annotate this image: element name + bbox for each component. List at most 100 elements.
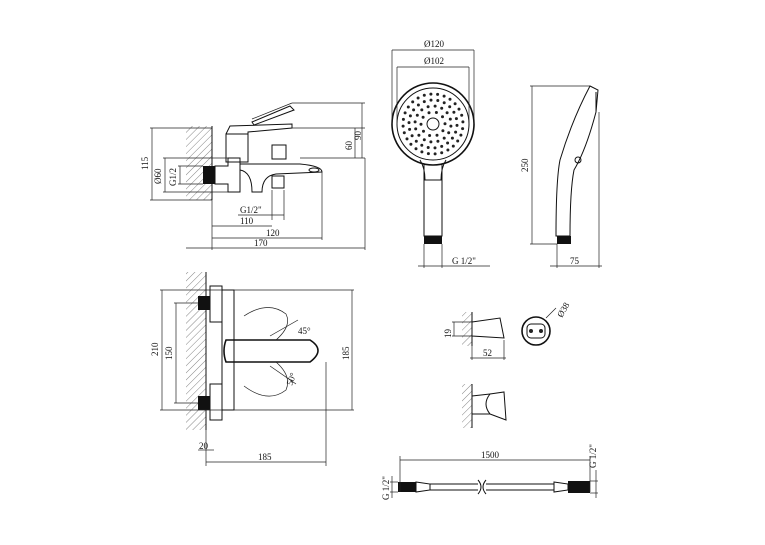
dim-spout-reach: 120 bbox=[266, 228, 280, 238]
nozzle bbox=[429, 92, 433, 96]
nozzle bbox=[454, 117, 458, 121]
nozzle bbox=[456, 139, 460, 143]
nozzle bbox=[433, 152, 437, 156]
dim-total-height: 115 bbox=[140, 156, 150, 170]
nozzle bbox=[441, 129, 445, 133]
nozzle bbox=[421, 115, 425, 119]
dim-holder-height: 19 bbox=[443, 329, 453, 339]
shower-nozzles bbox=[401, 92, 465, 156]
mixer-side-view: 115 Ø60 G1/2 90 60 G1/2" 110 120 170 bbox=[140, 102, 366, 250]
dim-body-height: 185 bbox=[341, 346, 351, 360]
nozzle bbox=[415, 113, 419, 117]
dim-shower-depth: 75 bbox=[570, 256, 580, 266]
nozzle bbox=[452, 110, 456, 114]
shower-head-inner bbox=[396, 87, 470, 161]
dim-body-diameter: Ø60 bbox=[153, 168, 163, 184]
dim-shower-connection: G 1/2" bbox=[452, 256, 476, 266]
nozzle bbox=[419, 122, 423, 126]
inlet-nut bbox=[203, 166, 215, 184]
dim-shower-height: 250 bbox=[520, 158, 530, 172]
nozzle bbox=[453, 102, 457, 106]
nozzle bbox=[417, 133, 421, 137]
nozzle bbox=[427, 111, 431, 115]
holder-bottom-view bbox=[489, 391, 507, 421]
nozzle bbox=[455, 123, 459, 127]
nozzle bbox=[420, 150, 424, 154]
inlet-nut-top bbox=[198, 296, 210, 310]
dim-head-outer: Ø120 bbox=[424, 39, 444, 49]
nozzle bbox=[412, 108, 416, 112]
hand-shower-front-view: Ø120 Ø102 G 1/2" bbox=[391, 39, 490, 268]
dim-hose-length: 1500 bbox=[481, 450, 500, 460]
nozzle bbox=[401, 124, 405, 128]
lever-front bbox=[223, 339, 319, 363]
nozzle bbox=[420, 143, 424, 147]
nozzle bbox=[429, 98, 433, 102]
nozzle bbox=[436, 99, 440, 102]
shower-connector bbox=[424, 236, 442, 244]
nozzle bbox=[422, 93, 426, 97]
shower-side-profile bbox=[555, 85, 599, 237]
nozzle bbox=[440, 144, 444, 148]
nozzle bbox=[429, 140, 433, 144]
nozzle bbox=[422, 138, 426, 142]
dim-hose-thread-right: G 1/2" bbox=[588, 444, 598, 468]
nozzle bbox=[442, 94, 446, 98]
nozzle bbox=[435, 133, 439, 137]
nozzle bbox=[413, 120, 417, 124]
nozzle bbox=[449, 124, 453, 128]
nozzle bbox=[414, 139, 418, 143]
nozzle bbox=[448, 117, 452, 121]
dim-holder-diameter: Ø38 bbox=[555, 300, 572, 319]
mixer-body bbox=[214, 157, 241, 193]
diverter-knob bbox=[271, 144, 287, 160]
nozzle bbox=[401, 117, 405, 121]
nozzle bbox=[443, 122, 447, 126]
nozzle bbox=[406, 105, 410, 109]
dim-outlet-thread: G1/2" bbox=[240, 205, 262, 215]
nozzle bbox=[447, 131, 451, 135]
nozzle bbox=[433, 104, 437, 108]
shower-head-outer bbox=[391, 82, 475, 166]
nozzle bbox=[461, 120, 465, 124]
nozzle bbox=[409, 142, 413, 146]
nozzle bbox=[446, 148, 450, 152]
wall-hatch bbox=[186, 126, 212, 200]
nozzle bbox=[402, 131, 406, 135]
nozzle bbox=[416, 103, 420, 107]
nozzle bbox=[426, 146, 430, 149]
nozzle bbox=[422, 100, 426, 104]
nozzle bbox=[457, 107, 461, 111]
nozzle bbox=[428, 134, 432, 137]
nozzle bbox=[442, 101, 446, 105]
nozzle bbox=[448, 97, 452, 101]
nozzle bbox=[410, 134, 414, 138]
hand-shower-side-view: 250 75 bbox=[520, 85, 602, 268]
nozzle bbox=[433, 146, 437, 150]
nozzle bbox=[405, 137, 409, 141]
nozzle bbox=[446, 141, 450, 145]
nozzle bbox=[403, 111, 407, 115]
nozzle bbox=[448, 105, 452, 109]
mixer-front-view: 45° 50° 210 150 185 20 185 bbox=[150, 272, 354, 466]
dim-lever-angle-bottom: 50° bbox=[284, 371, 298, 387]
nozzle bbox=[450, 136, 454, 140]
nozzle bbox=[440, 106, 444, 110]
dim-head-inner: Ø102 bbox=[424, 56, 444, 66]
nozzle bbox=[434, 111, 438, 114]
dim-lever-angle-top: 45° bbox=[298, 326, 311, 336]
nozzle bbox=[416, 96, 420, 100]
nozzle bbox=[461, 127, 465, 131]
nozzle bbox=[459, 133, 463, 137]
dim-lever-height: 90 bbox=[353, 131, 363, 141]
dim-front-total-height: 210 bbox=[150, 342, 160, 356]
nozzle bbox=[441, 115, 444, 119]
nozzle bbox=[436, 139, 440, 143]
dim-wall-gap: 20 bbox=[199, 441, 209, 451]
dim-hose-thread-left: G 1/2" bbox=[381, 476, 391, 500]
holder-front-ring bbox=[521, 316, 551, 346]
nozzle bbox=[426, 152, 430, 156]
holder-side bbox=[471, 317, 505, 339]
nozzle bbox=[408, 127, 412, 131]
